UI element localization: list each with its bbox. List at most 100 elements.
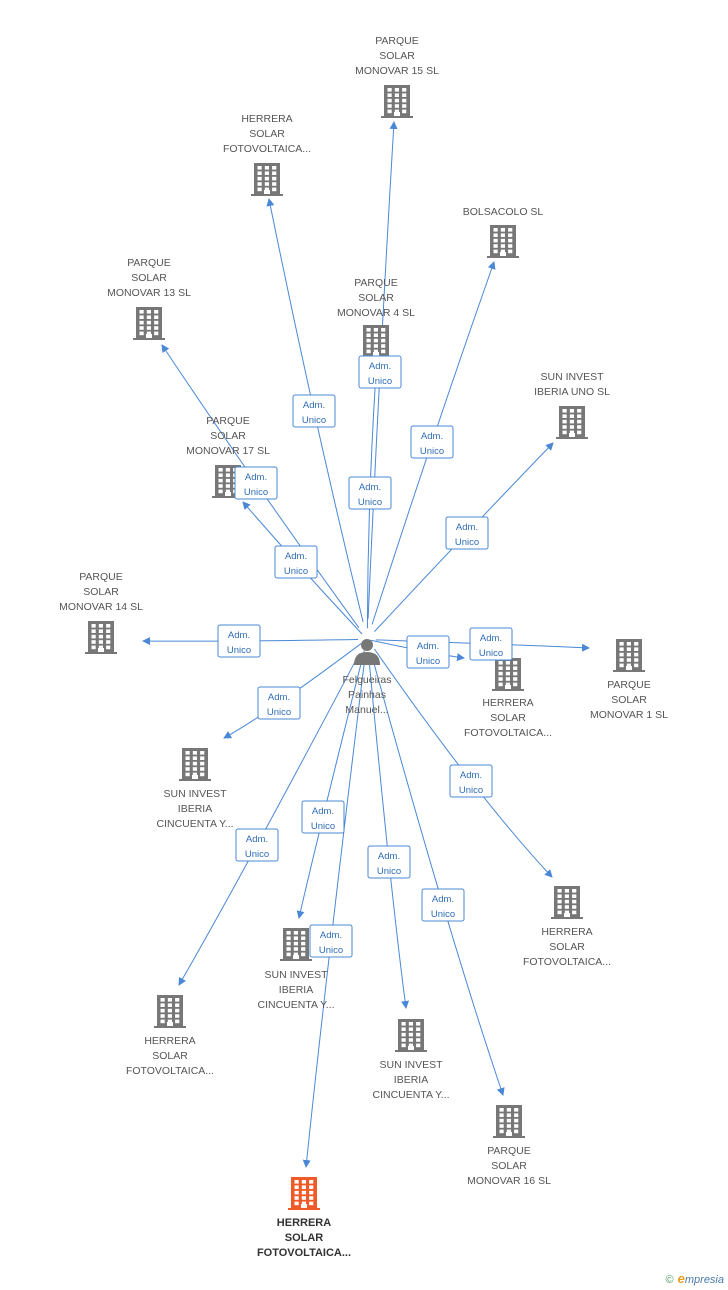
edge-label-box	[234, 466, 278, 500]
edge-label-monovar1[interactable]: Adm.Unico	[469, 627, 513, 661]
company-label-monovar16-line-2: SOLAR	[491, 1160, 527, 1172]
company-label-herrera-top-line-1: HERRERA	[241, 113, 292, 125]
company-label-monovar15-line-3: MONOVAR 15 SL	[355, 65, 439, 77]
company-node-herrera-right1[interactable]: HERRERA SOLAR FOTOVOLTAICA...	[464, 658, 552, 739]
company-node-herrera-left[interactable]: HERRERASOLARFOTOVOLTAICA...	[126, 995, 214, 1077]
edge-label-monovar13[interactable]: Adm. Unico	[234, 466, 278, 500]
company-node-herrera-right2[interactable]: HERRERASOLARFOTOVOLTAICA...	[523, 886, 611, 968]
company-node-bolsacolo[interactable]: BOLSACOLO SL	[463, 206, 544, 258]
edge-label-text-1: Adm.	[228, 630, 250, 641]
edge-label-box	[358, 355, 402, 389]
company-label-herrera-right1-line-3: FOTOVOLTAICA...	[464, 727, 552, 739]
company-label-herrera-right1-line-1: HERRERA	[482, 697, 533, 709]
edge-label-text-1: Adm.	[303, 400, 325, 411]
company-label-suninvest-c3-line-1: SUN INVEST	[379, 1059, 443, 1071]
company-label-monovar14-line-1: PARQUE	[79, 571, 123, 583]
edge-label-suninvest-c3[interactable]: Adm.Unico	[367, 845, 411, 879]
edge-label-text-2: Unico	[420, 446, 444, 457]
building-icon	[492, 658, 524, 691]
company-label-herrera-right2-line-3: FOTOVOLTAICA...	[523, 956, 611, 968]
company-label-monovar15-line-1: PARQUE	[375, 35, 419, 47]
building-icon	[613, 639, 645, 672]
edge-label-text-2: Unico	[311, 821, 335, 832]
company-label-suninvest-uno-line-1: SUN INVEST	[540, 371, 604, 383]
company-label-monovar4-line-3: MONOVAR 4 SL	[337, 307, 415, 319]
company-label-herrera-top-line-3: FOTOVOLTAICA...	[223, 143, 311, 155]
edge-label-bolsacolo[interactable]: Adm.Unico	[410, 425, 454, 459]
edge-label-text-2: Unico	[319, 945, 343, 956]
edge-label-text-1: Adm.	[246, 834, 268, 845]
company-label-herrera-main-line-3: FOTOVOLTAICA...	[257, 1247, 351, 1259]
edge-label-box	[301, 800, 345, 834]
edge-label-box	[406, 635, 450, 669]
edge-label-text-1: Adm.	[245, 472, 267, 483]
edge-label-monovar16[interactable]: Adm. Unico	[421, 888, 465, 922]
building-icon	[85, 621, 117, 654]
edge-label-herrera-right1[interactable]: Adm.Unico	[406, 635, 450, 669]
company-label-monovar17-line-3: MONOVAR 17 SL	[186, 445, 270, 457]
company-label-monovar17-line-2: SOLAR	[210, 430, 246, 442]
company-label-suninvest-c2-line-1: SUN INVEST	[264, 969, 328, 981]
edge-label-text-1: Adm.	[285, 551, 307, 562]
company-label-suninvest-c1-line-1: SUN INVEST	[163, 788, 227, 800]
copyright-symbol: ©	[665, 1274, 674, 1286]
edge-label-herrera-right2[interactable]: Adm.Unico	[449, 764, 493, 798]
edge-label-box	[274, 545, 318, 579]
edge-label-suninvest-c1[interactable]: Adm.Unico	[257, 686, 301, 720]
brand-logo-e: e	[677, 1271, 685, 1286]
edge-label-suninvest-c2[interactable]: Adm.Unico	[301, 800, 345, 834]
edge-label-text-1: Adm.	[417, 641, 439, 652]
footer-brand[interactable]: ©empresia	[666, 1271, 724, 1286]
company-node-herrera-top[interactable]: HERRERA SOLAR FOTOVOLTAICA...	[223, 113, 311, 196]
building-icon	[360, 325, 392, 358]
edge-label-monovar15[interactable]: Adm.Unico	[358, 355, 402, 389]
edge-label-box	[235, 828, 279, 862]
building-icon	[381, 85, 413, 118]
edge-label-box	[309, 924, 353, 958]
company-label-suninvest-c1-line-3: CINCUENTA Y...	[156, 818, 233, 830]
edge-label-text-2: Unico	[267, 707, 291, 718]
person-icon	[354, 639, 380, 665]
edge-label-herrera-left[interactable]: Adm. Unico	[235, 828, 279, 862]
building-icon	[280, 928, 312, 961]
center-node[interactable]: FelgueirasPainhasManuel...	[342, 639, 392, 716]
company-node-suninvest-uno[interactable]: SUN INVEST IBERIA UNO SL	[534, 371, 610, 439]
building-icon	[395, 1019, 427, 1052]
company-label-herrera-right1-line-2: SOLAR	[490, 712, 526, 724]
company-label-monovar1-line-2: SOLAR	[611, 694, 647, 706]
edge-label-text-2: Unico	[244, 487, 268, 498]
edge-label-text-2: Unico	[431, 909, 455, 920]
edge-label-text-1: Adm.	[432, 894, 454, 905]
building-icon	[179, 748, 211, 781]
building-icon	[551, 886, 583, 919]
edge-label-text-1: Adm.	[378, 851, 400, 862]
edge-label-text-2: Unico	[245, 849, 269, 860]
building-icon	[493, 1105, 525, 1138]
edge-label-text-2: Unico	[302, 415, 326, 426]
building-icon	[251, 163, 283, 196]
company-label-herrera-right2-line-1: HERRERA	[541, 926, 592, 938]
company-label-monovar1-line-1: PARQUE	[607, 679, 651, 691]
edge-label-herrera-main[interactable]: Adm.Unico	[309, 924, 353, 958]
edge-label-text-2: Unico	[479, 648, 503, 659]
edge-label-suninvest-uno[interactable]: Adm.Unico	[445, 516, 489, 550]
edge-label-monovar4[interactable]: Adm.Unico	[348, 476, 392, 510]
edge-label-box	[348, 476, 392, 510]
edge-label-box	[367, 845, 411, 879]
edge-label-monovar17[interactable]: Adm.Unico	[274, 545, 318, 579]
company-label-herrera-top-line-2: SOLAR	[249, 128, 285, 140]
company-node-herrera-main[interactable]: HERRERASOLARFOTOVOLTAICA...	[257, 1177, 351, 1259]
company-label-suninvest-uno-line-2: IBERIA UNO SL	[534, 386, 610, 398]
edge-n-herrera-right2	[373, 648, 553, 878]
edge-label-monovar14[interactable]: Adm.Unico	[217, 624, 261, 658]
edge-label-herrera-top[interactable]: Adm. Unico	[292, 394, 336, 428]
